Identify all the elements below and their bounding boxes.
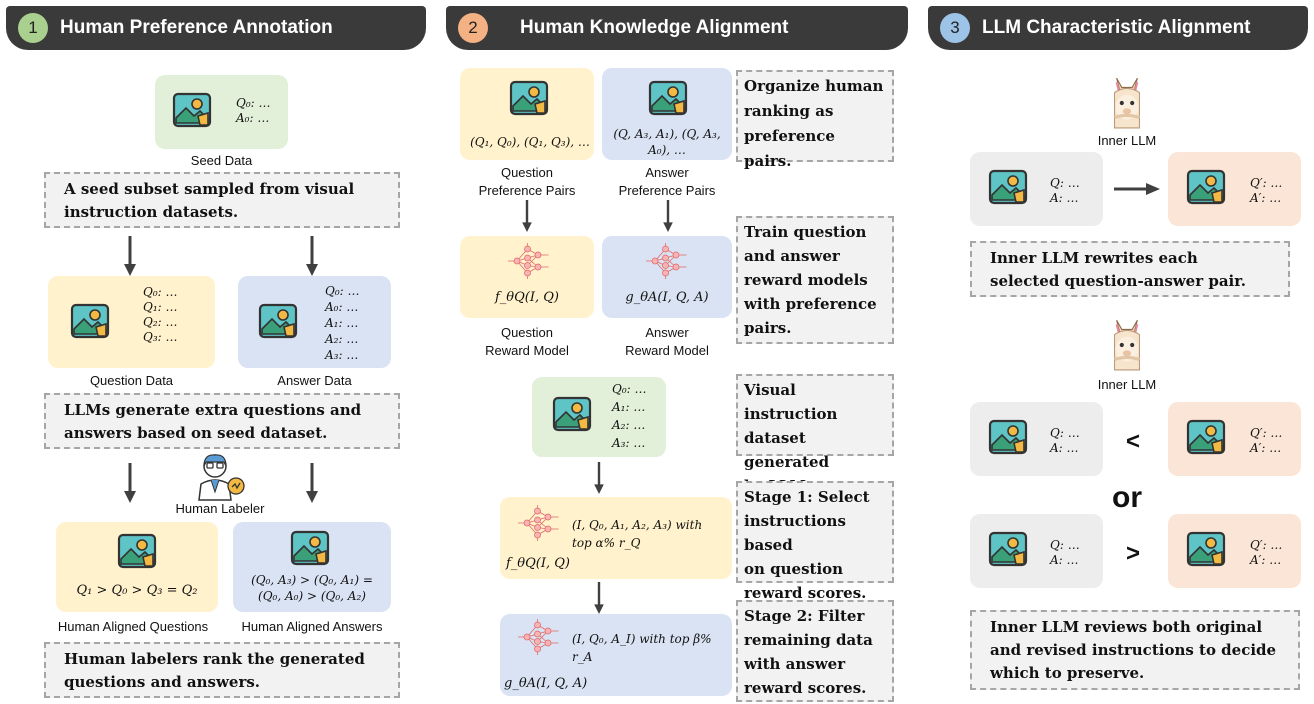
answer-data-text: Q₀: … A₀: … A₁: … A₂: … A₃: … <box>325 284 360 362</box>
llama-icon <box>1106 318 1148 372</box>
panel2-title: Human Knowledge Alignment <box>520 17 789 38</box>
answer-pairs-text: (Q, A₃, A₁), (Q, A₃, A₀), … <box>613 127 721 157</box>
stage2-text: (I, Q₀, A_I) with top β% r_A <box>572 632 712 664</box>
inner-llm-label: Inner LLM <box>1097 377 1157 392</box>
seed-data-label: Seed Data <box>190 153 253 168</box>
arrow-down-icon <box>591 582 607 614</box>
arrow-down-icon <box>591 462 607 494</box>
panel3-title: LLM Characteristic Alignment <box>982 17 1251 38</box>
less-than-symbol: < <box>1126 428 1141 455</box>
generated-dataset-text: Q₀: … A₁: … A₂: … A₃: … <box>612 382 647 450</box>
answer-reward-model-label: Answer Reward Model <box>625 325 709 358</box>
image-icon <box>509 80 549 116</box>
arrow-down-icon <box>660 200 676 232</box>
note-human-rank: Human labelers rank the generated questi… <box>44 642 400 698</box>
human-aligned-questions-text: Q₁ > Q₀ > Q₃ = Q₂ <box>76 583 198 598</box>
arrow-down-icon <box>519 200 535 232</box>
network-icon <box>506 240 552 282</box>
note-llm-generate: LLMs generate extra questions and answer… <box>44 393 400 449</box>
greater-than-symbol: > <box>1126 540 1141 567</box>
original-pair-text: Q: … A: … <box>1050 538 1080 567</box>
network-icon <box>516 502 562 544</box>
step-number-badge: 2 <box>458 13 488 43</box>
human-labeler-label: Human Labeler <box>175 501 265 516</box>
llama-icon <box>1106 76 1148 130</box>
image-icon <box>988 169 1028 205</box>
arrow-down-icon <box>304 236 320 276</box>
image-icon <box>988 531 1028 567</box>
arrow-right-icon <box>1114 183 1160 195</box>
human-aligned-answers-text: (Q₀, A₃) > (Q₀, A₁) = (Q₀, A₀) > (Q₀, A₂… <box>251 573 373 603</box>
answer-reward-model-text: g_θA(I, Q, A) <box>625 290 709 305</box>
note-visual-dataset: Visual instruction dataset generated by … <box>736 374 894 495</box>
question-pairs-label: Question Preference Pairs <box>478 165 576 198</box>
arrow-down-icon <box>304 463 320 503</box>
human-aligned-answers-label: Human Aligned Answers <box>241 619 383 634</box>
note-inner-llm-rewrites: Inner LLM rewrites each selected questio… <box>970 241 1290 297</box>
answer-pairs-label: Answer Preference Pairs <box>618 165 716 198</box>
separator-1 <box>434 6 438 704</box>
image-icon <box>70 303 110 339</box>
arrow-down-icon <box>122 463 138 503</box>
image-icon <box>1186 531 1226 567</box>
note-seed-subset: A seed subset sampled from visual instru… <box>44 172 400 228</box>
inner-llm-label: Inner LLM <box>1097 133 1157 148</box>
image-icon <box>172 92 212 128</box>
stage2-func: g_θA(I, Q, A) <box>504 676 588 691</box>
note-organize-pairs: Organize human ranking as preference pai… <box>736 70 894 170</box>
network-icon <box>516 616 562 658</box>
image-icon <box>117 533 157 569</box>
image-icon <box>1186 419 1226 455</box>
note-stage2: Stage 2: Filter remaining data with answ… <box>736 600 894 702</box>
image-icon <box>648 80 688 116</box>
question-reward-model-text: f_θQ(I, Q) <box>495 290 559 305</box>
question-data-text: Q₀: … Q₁: … Q₂: … Q₃: … <box>143 285 178 344</box>
original-pair-text: Q: … A: … <box>1050 426 1080 455</box>
panel3-header: 3 LLM Characteristic Alignment <box>928 6 1308 50</box>
note-stage1: Stage 1: Select instructions based on qu… <box>736 481 894 602</box>
stage1-func: f_θQ(I, Q) <box>506 556 570 571</box>
panel2-header: 2 Human Knowledge Alignment <box>446 6 908 50</box>
labeler-icon <box>198 454 245 501</box>
stage1-text: (I, Q₀, A₁, A₂, A₃) with top α% r_Q <box>572 518 703 550</box>
panel1-header: 1 Human Preference Annotation <box>6 6 426 50</box>
note-inner-llm-reviews: Inner LLM reviews both original and revi… <box>970 610 1300 690</box>
image-icon <box>988 419 1028 455</box>
revised-pair-text: Q′: … A′: … <box>1250 176 1283 205</box>
question-pairs-text: (Q₁, Q₀), (Q₁, Q₃), … <box>470 135 590 149</box>
image-icon <box>290 530 330 566</box>
step-number-badge: 1 <box>18 13 48 43</box>
arrow-down-icon <box>122 236 138 276</box>
separator-2 <box>916 6 920 704</box>
question-data-label: Question Data <box>89 373 174 388</box>
step-number-badge: 3 <box>940 13 970 43</box>
image-icon <box>258 303 298 339</box>
human-aligned-questions-label: Human Aligned Questions <box>57 619 209 634</box>
revised-pair-text: Q′: … A′: … <box>1250 426 1283 455</box>
seed-data-text: Q₀: … A₀: … <box>236 96 271 125</box>
panel1-title: Human Preference Annotation <box>60 17 333 38</box>
note-train-reward: Train question and answer reward models … <box>736 216 894 344</box>
image-icon <box>552 396 592 432</box>
or-label: or <box>1112 481 1142 514</box>
question-reward-model-label: Question Reward Model <box>485 325 569 358</box>
network-icon <box>644 240 690 282</box>
revised-pair-text: Q′: … A′: … <box>1250 538 1283 567</box>
image-icon <box>1186 169 1226 205</box>
answer-data-label: Answer Data <box>277 373 352 388</box>
original-pair-text: Q: … A: … <box>1050 176 1080 205</box>
